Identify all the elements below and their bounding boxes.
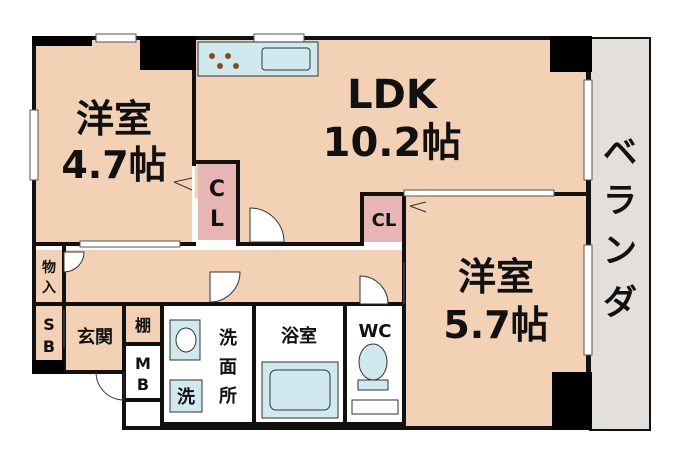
stove-burner-icon: [209, 53, 215, 59]
shoe-box-floor: [36, 306, 64, 370]
entrance-label: 玄関: [77, 326, 113, 348]
washroom-label-2: 面: [219, 357, 237, 378]
closet-1-label-top: C: [209, 177, 225, 202]
veranda-char-4: ダ: [603, 283, 637, 323]
closet-2-floor: [364, 196, 404, 242]
closet-2-label: CL: [372, 210, 397, 231]
stove-burner-icon: [233, 63, 239, 69]
stove-burner-icon: [225, 53, 231, 59]
shelf-label: 棚: [135, 316, 151, 335]
toilet-icon: [357, 343, 389, 391]
washbasin-icon: [169, 319, 201, 361]
doors: [63, 177, 427, 401]
stove-burner-icon: [217, 63, 223, 69]
washroom-label-3: 所: [219, 386, 237, 407]
entrance-floor: [66, 306, 124, 370]
closet-1-floor: [198, 164, 236, 240]
western-room-1-size: 4.7帖: [61, 143, 166, 187]
veranda-char-1: ベ: [603, 133, 637, 173]
western-room-1-floor: [36, 40, 192, 242]
western-room-2-size: 5.7帖: [443, 303, 548, 347]
veranda-char-3: ン: [603, 231, 637, 271]
ldk-name: LDK: [347, 72, 439, 118]
washing-machine-label: 洗: [177, 386, 195, 408]
toilet-shelf: [351, 399, 399, 415]
veranda: [589, 37, 651, 431]
toilet-label: WC: [358, 321, 391, 342]
storage-label-top: 物: [42, 259, 56, 276]
windows: [29, 33, 593, 356]
washing-machine-icon: [169, 379, 203, 413]
closet-1-label-bottom: L: [210, 207, 224, 232]
pillars: [32, 36, 592, 430]
washroom-label-1: 洗: [219, 327, 237, 349]
shelf-floor: [126, 306, 160, 342]
western-room-1-name: 洋室: [76, 97, 152, 141]
meter-box-label-top: M: [135, 354, 151, 373]
kitchen-sink-icon: [261, 47, 311, 71]
meter-box-floor: [126, 346, 160, 398]
veranda-char-2: ラ: [603, 181, 637, 221]
bathtub-icon: [261, 361, 339, 419]
meter-box-label-bottom: B: [137, 375, 149, 394]
bathroom-label: 浴室: [281, 325, 317, 347]
storage-floor: [36, 250, 64, 302]
ldk-size: 10.2帖: [323, 120, 462, 166]
storage-label-bottom: 入: [42, 280, 56, 296]
shoe-box-label-top: S: [43, 315, 55, 334]
western-room-2-name: 洋室: [458, 255, 534, 299]
kitchen-counter: [197, 41, 319, 77]
shoe-box-label-bottom: B: [43, 337, 55, 356]
